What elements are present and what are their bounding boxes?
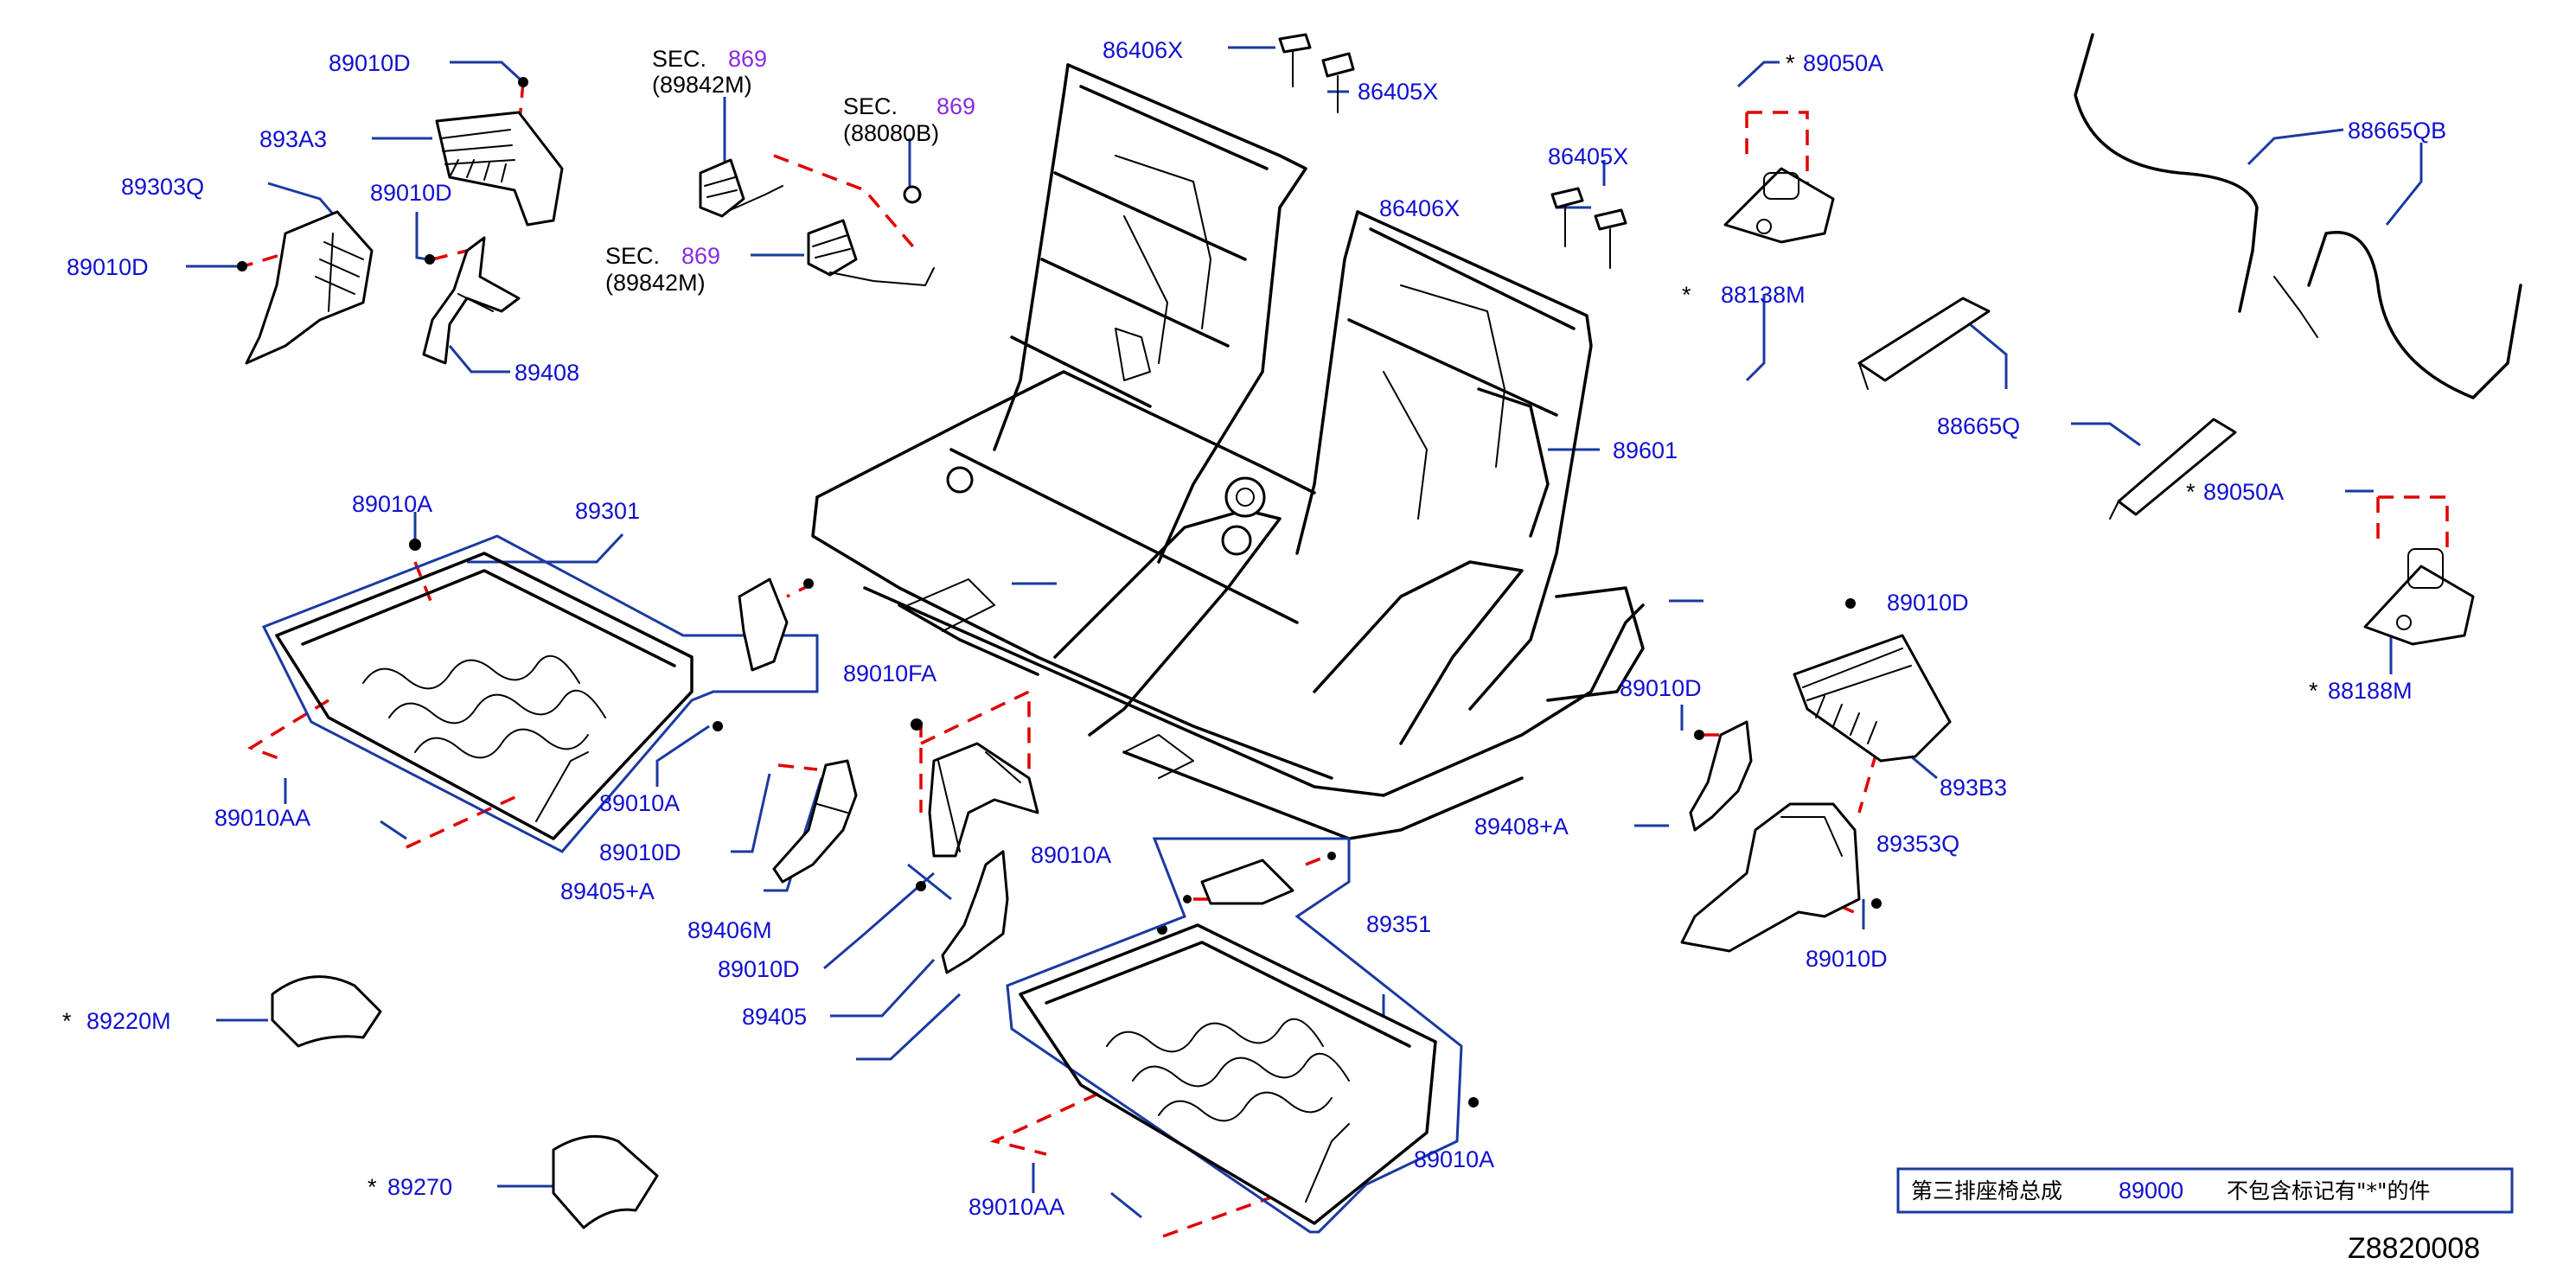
- part-89601-seatback-frame: [993, 63, 1593, 711]
- note-assembly-name: 第三排座椅总成: [1911, 1178, 2062, 1203]
- label-89010A-left: 89010A: [352, 491, 432, 517]
- part-anchors-88138M-88188M: [1723, 167, 2475, 646]
- label-89408: 89408: [515, 360, 579, 386]
- part-88665QB-cable: [2074, 33, 2522, 399]
- part-bolts-86406X-86405X: [1278, 33, 1627, 269]
- star-88138M: *: [1682, 282, 1691, 308]
- label-86405X-top: 86405X: [1358, 79, 1438, 105]
- assembly-note: 第三排座椅总成 89000 不包含标记有"*"的件: [1896, 1167, 2514, 1214]
- part-89220M-cover: [271, 975, 382, 1048]
- part-seatbelt-buckles: [699, 158, 935, 286]
- label-sec-2-ref: (88080B): [843, 120, 939, 146]
- label-89301: 89301: [575, 498, 640, 524]
- note-exclusion: 不包含标记有"*"的件: [2227, 1178, 2431, 1203]
- label-89353Q: 89353Q: [1876, 831, 1959, 857]
- part-seat-base-frame: [811, 328, 1645, 840]
- label-88188M: 88188M: [2328, 678, 2413, 704]
- label-89270: 89270: [387, 1174, 452, 1200]
- label-89220M: 89220M: [86, 1008, 171, 1034]
- label-sec-1: SEC.: [652, 46, 706, 72]
- star-89050A-top: *: [1786, 50, 1795, 76]
- part-893A3-cover: [435, 111, 564, 227]
- part-89408-bracket: [422, 236, 521, 365]
- part-89303Q-cover: [245, 210, 374, 365]
- star-89270: *: [368, 1174, 377, 1200]
- label-86406X-top: 86406X: [1103, 37, 1183, 63]
- star-89050A-right: *: [2186, 479, 2196, 505]
- label-sec-1-num: 869: [728, 46, 767, 72]
- label-893A3: 893A3: [259, 126, 327, 152]
- label-89010D-mid-left: 89010D: [599, 839, 681, 865]
- label-89010D-right-mid: 89010D: [1620, 675, 1702, 701]
- label-89010D-upper-mid: 89010D: [370, 180, 452, 206]
- label-88665QB: 88665QB: [2348, 118, 2446, 144]
- fastener-markers: [237, 77, 1882, 1107]
- label-sec-3: SEC.: [605, 243, 660, 269]
- label-89010D-mid: 89010D: [718, 956, 800, 982]
- label-89351: 89351: [1366, 911, 1431, 937]
- figure-code: Z8820008: [2348, 1232, 2480, 1265]
- part-893B3-cover: [1793, 634, 1952, 763]
- label-sec-1-ref: (89842M): [652, 72, 752, 98]
- leader-lines: [186, 46, 2423, 1219]
- label-89405A: 89405+A: [560, 878, 655, 904]
- note-assembly-code: 89000: [2119, 1178, 2183, 1203]
- label-89010D-top: 89010D: [329, 50, 411, 76]
- label-89050A-right: 89050A: [2203, 479, 2284, 505]
- label-sec-2: SEC.: [843, 93, 898, 119]
- part-89301-cushion-frame: [261, 534, 819, 853]
- label-89408A: 89408+A: [1474, 814, 1569, 839]
- label-89303Q: 89303Q: [121, 174, 204, 200]
- part-89351-cushion-frame: [1006, 837, 1463, 1234]
- label-sec-3-ref: (89842M): [605, 270, 706, 296]
- label-sec-2-num: 869: [936, 93, 975, 119]
- label-89010D-right-bottom: 89010D: [1806, 946, 1888, 972]
- label-89601: 89601: [1613, 437, 1678, 463]
- label-88138M: 88138M: [1721, 282, 1806, 308]
- label-89406M: 89406M: [687, 917, 772, 943]
- part-89408A-bracket: [1689, 720, 1753, 832]
- star-89220M: *: [62, 1008, 72, 1034]
- label-893B3: 893B3: [1940, 775, 2007, 801]
- part-89270-cover: [552, 1134, 659, 1229]
- label-89010AA-bottom: 89010AA: [968, 1194, 1064, 1220]
- label-89010D-left: 89010D: [67, 254, 149, 280]
- label-89010D-right-top: 89010D: [1887, 590, 1969, 616]
- star-88188M: *: [2309, 678, 2318, 704]
- label-86405X-mid: 86405X: [1548, 144, 1628, 169]
- label-89010FA: 89010FA: [843, 661, 936, 686]
- part-89353Q-cover: [1680, 802, 1861, 953]
- label-89405: 89405: [742, 1004, 807, 1030]
- label-89010A-mid-left: 89010A: [599, 790, 680, 816]
- part-89405-brackets: [772, 742, 1039, 974]
- label-86406X-mid: 86406X: [1379, 195, 1460, 221]
- label-89010A-bottom: 89010A: [1414, 1146, 1494, 1172]
- part-88665Q-straps: [1857, 297, 2237, 520]
- label-88665Q: 88665Q: [1937, 413, 2020, 439]
- label-sec-3-num: 869: [681, 243, 720, 269]
- part-labels: 89010D 893A3 89303Q 89010D 89010D 89408 …: [62, 37, 2446, 1220]
- label-89050A-top: 89050A: [1803, 50, 1883, 76]
- label-89010A-mid: 89010A: [1031, 842, 1111, 868]
- label-89010AA-left: 89010AA: [214, 805, 310, 831]
